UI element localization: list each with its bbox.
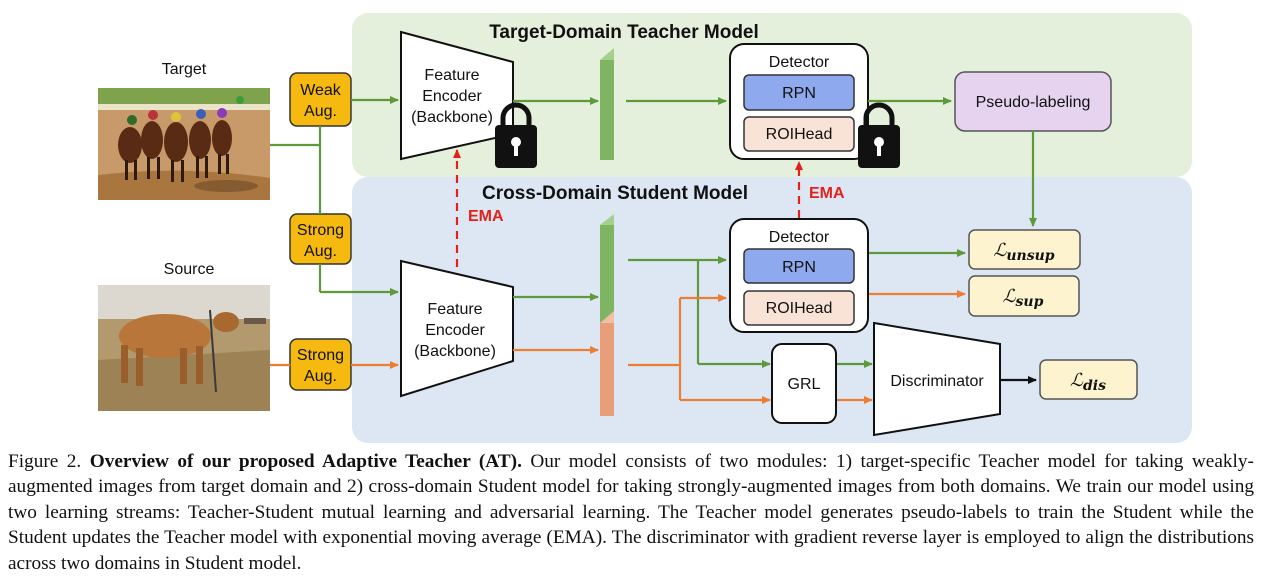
svg-text:Feature: Feature [424, 67, 479, 84]
pseudo-labeling-box: Pseudo-labeling [954, 71, 1112, 132]
student-detector: Detector RPN ROIHead [729, 218, 869, 333]
teacher-feature-map [600, 48, 614, 160]
strong-aug-target-box: Strong Aug. [289, 213, 352, 265]
teacher-rpn [743, 74, 855, 111]
svg-text:ℒsup: ℒsup [1003, 286, 1044, 310]
weak-aug-box: Weak Aug. [289, 72, 352, 127]
figure-caption: Figure 2. Overview of our proposed Adapt… [8, 449, 1254, 576]
svg-text:Aug.: Aug. [304, 368, 337, 385]
lock-icon [858, 102, 900, 168]
source-label: Source [164, 261, 215, 278]
svg-text:ℒunsup: ℒunsup [993, 240, 1054, 264]
svg-text:Strong: Strong [297, 222, 344, 239]
svg-text:RPN: RPN [782, 259, 816, 276]
adaptive-teacher-diagram: Target-Domain Teacher Model Cross-Domain… [98, 13, 1192, 443]
caption-title: Overview of our proposed Adaptive Teache… [89, 451, 522, 472]
svg-text:Pseudo-labeling: Pseudo-labeling [976, 94, 1091, 111]
student-rpn [743, 248, 855, 284]
student-target-feature-map [600, 214, 614, 323]
grl-box: GRL [771, 343, 837, 424]
svg-text:Encoder: Encoder [425, 322, 485, 339]
svg-text:Detector: Detector [769, 229, 830, 246]
loss-dis-box: ℒdis [1039, 359, 1138, 400]
svg-text:RPN: RPN [782, 85, 816, 102]
target-label: Target [162, 61, 207, 78]
svg-text:Aug.: Aug. [304, 103, 337, 120]
loss-unsup-box: ℒunsup [968, 229, 1081, 270]
teacher-roihead [743, 116, 855, 152]
svg-text:(Backbone): (Backbone) [414, 343, 496, 360]
caption-prefix: Figure 2. [8, 451, 90, 472]
ema-label-left: EMA [468, 208, 504, 225]
teacher-feature-encoder: Feature Encoder (Backbone) [400, 30, 514, 161]
strong-aug-source-box: Strong Aug. [289, 338, 352, 391]
student-roihead [743, 290, 855, 326]
svg-text:Discriminator: Discriminator [890, 373, 984, 390]
student-source-feature-map [600, 311, 614, 416]
source-image [98, 285, 270, 411]
svg-text:ROIHead: ROIHead [766, 300, 833, 317]
loss-sup-box: ℒsup [968, 275, 1080, 317]
ema-label-right: EMA [809, 185, 845, 202]
svg-text:Aug.: Aug. [304, 243, 337, 260]
svg-text:Detector: Detector [769, 54, 830, 71]
svg-text:Encoder: Encoder [422, 88, 482, 105]
svg-text:ℒdis: ℒdis [1070, 370, 1106, 394]
caption-text: Our model consists of two modules: 1) ta… [8, 451, 1254, 574]
teacher-title: Target-Domain Teacher Model [489, 22, 759, 43]
student-title: Cross-Domain Student Model [482, 183, 748, 204]
target-image [98, 88, 270, 200]
discriminator: Discriminator [873, 321, 1001, 437]
lock-icon [495, 102, 537, 168]
svg-text:Feature: Feature [427, 301, 482, 318]
svg-text:Weak: Weak [300, 82, 342, 99]
svg-text:ROIHead: ROIHead [766, 126, 833, 143]
teacher-detector: Detector RPN ROIHead [729, 43, 869, 160]
svg-text:(Backbone): (Backbone) [411, 109, 493, 126]
svg-text:GRL: GRL [788, 376, 821, 393]
svg-text:Strong: Strong [297, 347, 344, 364]
student-feature-encoder: Feature Encoder (Backbone) [400, 259, 514, 398]
